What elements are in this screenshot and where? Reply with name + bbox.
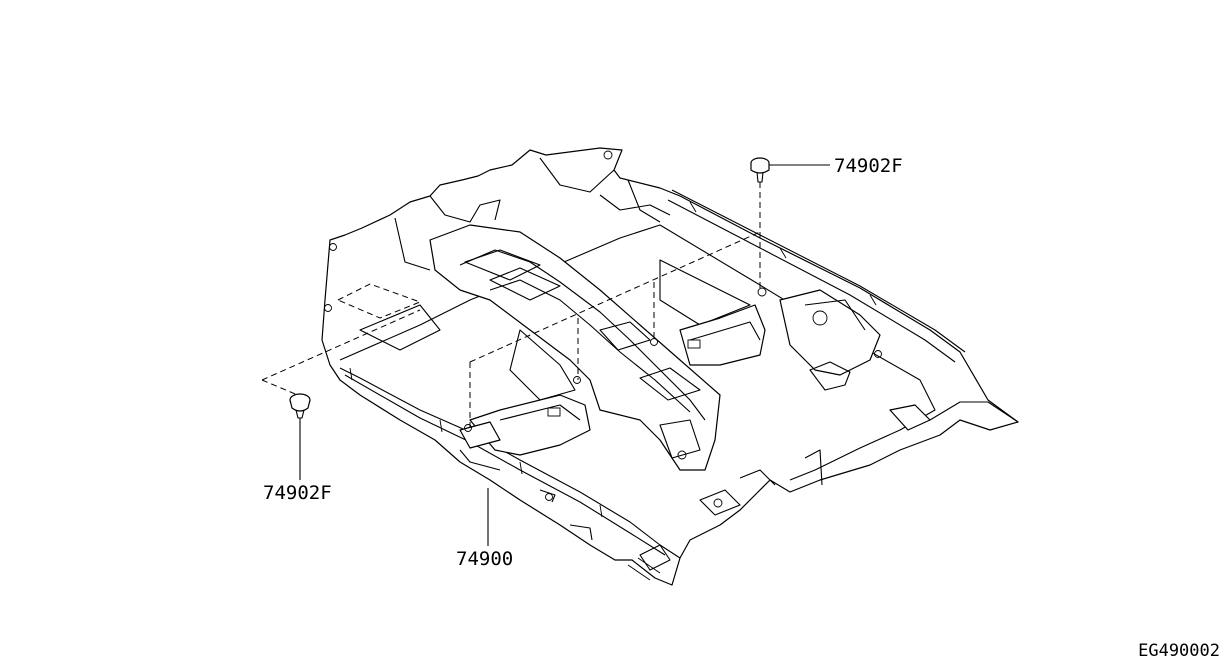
floor-carpet-drawing bbox=[321, 147, 1019, 586]
diagram-reference-code: EG490002 bbox=[1138, 641, 1220, 661]
part-label-clip-top: 74902F bbox=[834, 155, 903, 177]
clip-left-drawing bbox=[289, 393, 311, 480]
part-label-floor-carpet: 74900 bbox=[456, 548, 513, 570]
clip-top-drawing bbox=[750, 157, 830, 183]
part-label-clip-left: 74902F bbox=[263, 482, 332, 504]
alignment-guides bbox=[261, 182, 761, 428]
